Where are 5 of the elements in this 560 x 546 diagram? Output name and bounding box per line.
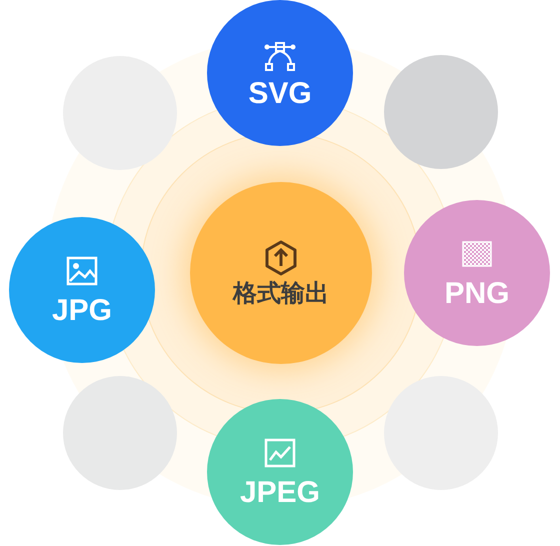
format-label: JPG (52, 296, 112, 326)
format-label: SVG (248, 79, 312, 109)
format-label: 格式输出 (233, 282, 329, 306)
format-label: PNG (444, 279, 510, 309)
format-label: JPEG (240, 478, 320, 508)
